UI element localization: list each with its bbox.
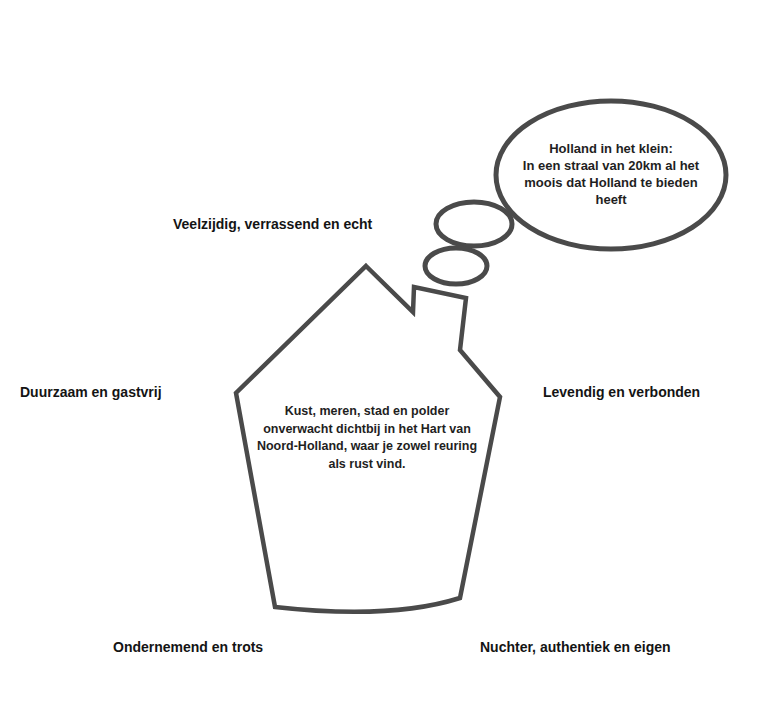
brand-value: Veelzijdig, verrassend en echt (173, 216, 372, 232)
text-area: Kust, meren, stad en polder onverwacht d… (256, 383, 478, 493)
house-path (236, 266, 500, 612)
text-area: Holland in het klein:In een straal van 2… (515, 116, 707, 234)
brand-value: Duurzaam en gastvrij (20, 384, 162, 400)
brand-value: Nuchter, authentiek en eigen (480, 639, 671, 655)
brand-value: Levendig en verbonden (543, 384, 700, 400)
node-text: In een straal van 20km al het moois dat … (515, 158, 707, 209)
bubble-ellipse (496, 101, 726, 249)
thought-bubble: Holland in het klein:In een straal van 2… (493, 98, 729, 252)
thought-dot (436, 202, 512, 246)
brand-value: Ondernemend en trots (113, 639, 263, 655)
node-text: Kust, meren, stad en polder onverwacht d… (256, 403, 478, 473)
bubble-heading: Holland in het klein: (549, 141, 673, 158)
house-outline: Kust, meren, stad en polder onverwacht d… (230, 260, 505, 622)
thought-dot (425, 248, 487, 284)
